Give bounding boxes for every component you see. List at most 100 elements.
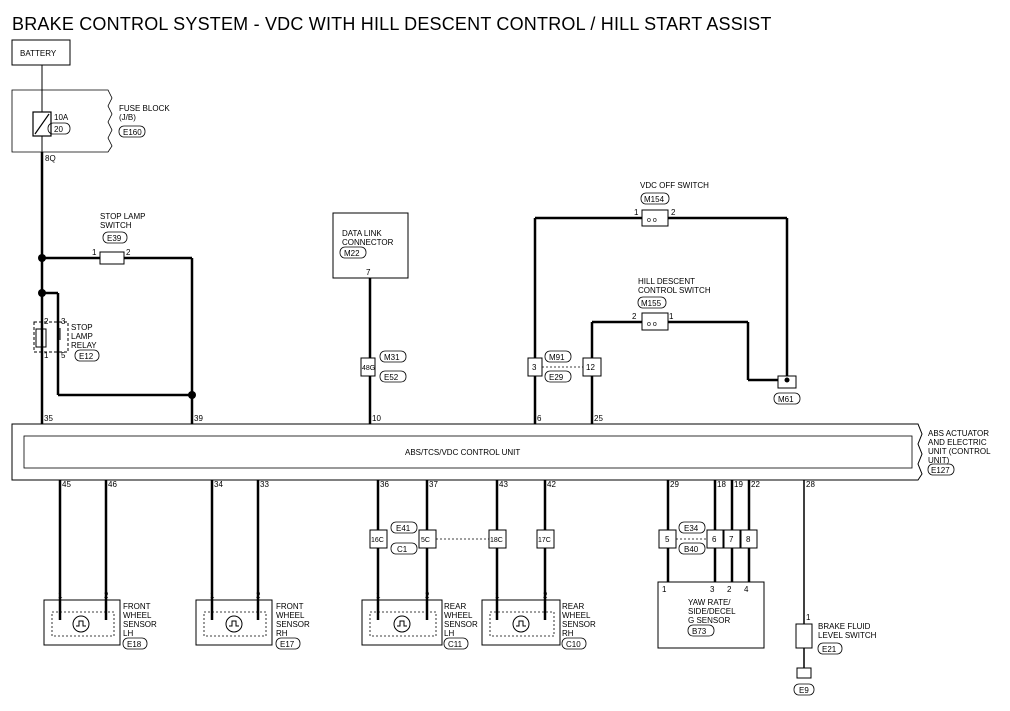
abs-unit-inner-label: ABS/TCS/VDC CONTROL UNIT (405, 448, 520, 457)
pin-label: 43 (499, 480, 508, 489)
joint-connector-id: E41 (396, 524, 411, 533)
brake-fluid-connector: E21 (822, 645, 837, 654)
pin-label: 1 (662, 585, 667, 594)
ground-e9-id: E9 (799, 686, 809, 695)
joint-connector-id: B40 (684, 545, 699, 554)
yaw-sensor-label-3: G SENSOR (688, 616, 730, 625)
front-lh-label-2: WHEEL (123, 611, 152, 620)
pin-label: 1 (376, 591, 381, 600)
pin-label: 2 (256, 591, 261, 600)
front-lh-label: FRONT (123, 602, 151, 611)
pin-label: 2 (727, 585, 732, 594)
pin-label: 28 (806, 480, 815, 489)
joint-connector-id: M31 (384, 353, 400, 362)
pin-label: 5C (421, 537, 430, 544)
yaw-sensor-label-2: SIDE/DECEL (688, 607, 736, 616)
pin-label: 42 (547, 480, 556, 489)
fuse-rating: 10A (54, 113, 69, 122)
rear-lh-sensor-box (361, 599, 443, 646)
pin-label: 29 (670, 480, 679, 489)
front-rh-connector: E17 (280, 640, 295, 649)
front-rh-label-2: WHEEL (276, 611, 305, 620)
rear-rh-label-2: WHEEL (562, 611, 591, 620)
yaw-sensor-label: YAW RATE/ (688, 598, 731, 607)
fuse-block-label-2: (J/B) (119, 113, 136, 122)
front-lh-label-3: SENSOR (123, 620, 157, 629)
pin-label: 1 (58, 591, 63, 600)
stop-lamp-relay-body (33, 321, 69, 353)
front-lh-sensor-box (43, 599, 121, 646)
page-title: BRAKE CONTROL SYSTEM - VDC WITH HILL DES… (12, 14, 772, 34)
abs-unit-label-3: UNIT (CONTROL (928, 447, 991, 456)
abs-unit-outer (11, 423, 923, 481)
pin-label: 2 (632, 312, 637, 321)
pin-label: 18 (717, 480, 726, 489)
pin-label: 46 (108, 480, 117, 489)
pin-label: 10 (372, 414, 381, 423)
yaw-sensor-box (657, 581, 765, 649)
pin-label: 6 (712, 535, 717, 544)
front-rh-sensor-icon (225, 615, 243, 633)
abs-unit-inner (23, 435, 913, 469)
pin-label: 17C (538, 537, 551, 544)
rear-rh-label-4: RH (562, 629, 574, 638)
brake-fluid-label-2: LEVEL SWITCH (818, 631, 877, 640)
relay-coil (35, 328, 47, 348)
abs-unit-label: ABS ACTUATOR (928, 429, 989, 438)
pin-label: 1 (210, 591, 215, 600)
pin-label: 6 (537, 414, 542, 423)
rear-lh-label-3: SENSOR (444, 620, 478, 629)
pin-label: 2 (126, 248, 131, 257)
pin-label: 2 (104, 591, 109, 600)
stop-lamp-switch-label: STOP LAMP (100, 212, 146, 221)
junction-dot (38, 289, 46, 297)
pin-label: 4 (744, 585, 749, 594)
pin-label: 12 (586, 363, 595, 372)
ground-m61-id: M61 (778, 395, 794, 404)
ground-m61 (777, 375, 797, 389)
brake-fluid-switch-body (795, 623, 813, 649)
fuse-pin: 8Q (45, 154, 56, 163)
pin-label: 48G (362, 365, 375, 372)
junction-dot (188, 391, 196, 399)
fuse-block-label: FUSE BLOCK (119, 104, 170, 113)
pin-label: 39 (194, 414, 203, 423)
hdc-switch-connector: M155 (641, 299, 662, 308)
front-rh-sensor-box (195, 599, 273, 646)
junction-dot (38, 254, 46, 262)
data-link-label: DATA LINK (342, 229, 382, 238)
joint-connector-id: E29 (549, 373, 564, 382)
hdc-switch-label: HILL DESCENT (638, 277, 695, 286)
pin-label: 45 (62, 480, 71, 489)
abs-unit-label-2: AND ELECTRIC (928, 438, 987, 447)
vdc-off-switch-connector: M154 (644, 195, 665, 204)
pin-label: 7 (366, 268, 371, 277)
vdc-off-switch-label: VDC OFF SWITCH (640, 181, 709, 190)
switch-symbol: o o (647, 321, 657, 328)
switch-symbol: o o (647, 217, 657, 224)
rear-lh-connector: C11 (448, 640, 463, 649)
pin-label: 2 (44, 317, 49, 326)
rear-rh-sensor-box (481, 599, 561, 646)
rear-rh-sensor-icon (512, 615, 530, 633)
pin-label: 2 (671, 208, 676, 217)
pin-label: 1 (669, 312, 674, 321)
rear-lh-label: REAR (444, 602, 466, 611)
fuse-block-outline (11, 89, 113, 153)
data-link-label-2: CONNECTOR (342, 238, 394, 247)
rear-rh-connector: C10 (566, 640, 581, 649)
joint-connector-id: C1 (397, 545, 408, 554)
joint-connector-id: M91 (549, 353, 565, 362)
rear-lh-label-4: LH (444, 629, 454, 638)
hdc-switch-label-2: CONTROL SWITCH (638, 286, 711, 295)
joint-connector-id: E34 (684, 524, 699, 533)
front-lh-sensor-icon (72, 615, 90, 633)
fuse-number: 20 (54, 125, 63, 134)
pin-label: 1 (44, 351, 49, 360)
pin-label: 35 (44, 414, 53, 423)
stop-lamp-switch-body (99, 251, 125, 265)
pin-label: 36 (380, 480, 389, 489)
pin-label: 1 (92, 248, 97, 257)
front-rh-label-3: SENSOR (276, 620, 310, 629)
